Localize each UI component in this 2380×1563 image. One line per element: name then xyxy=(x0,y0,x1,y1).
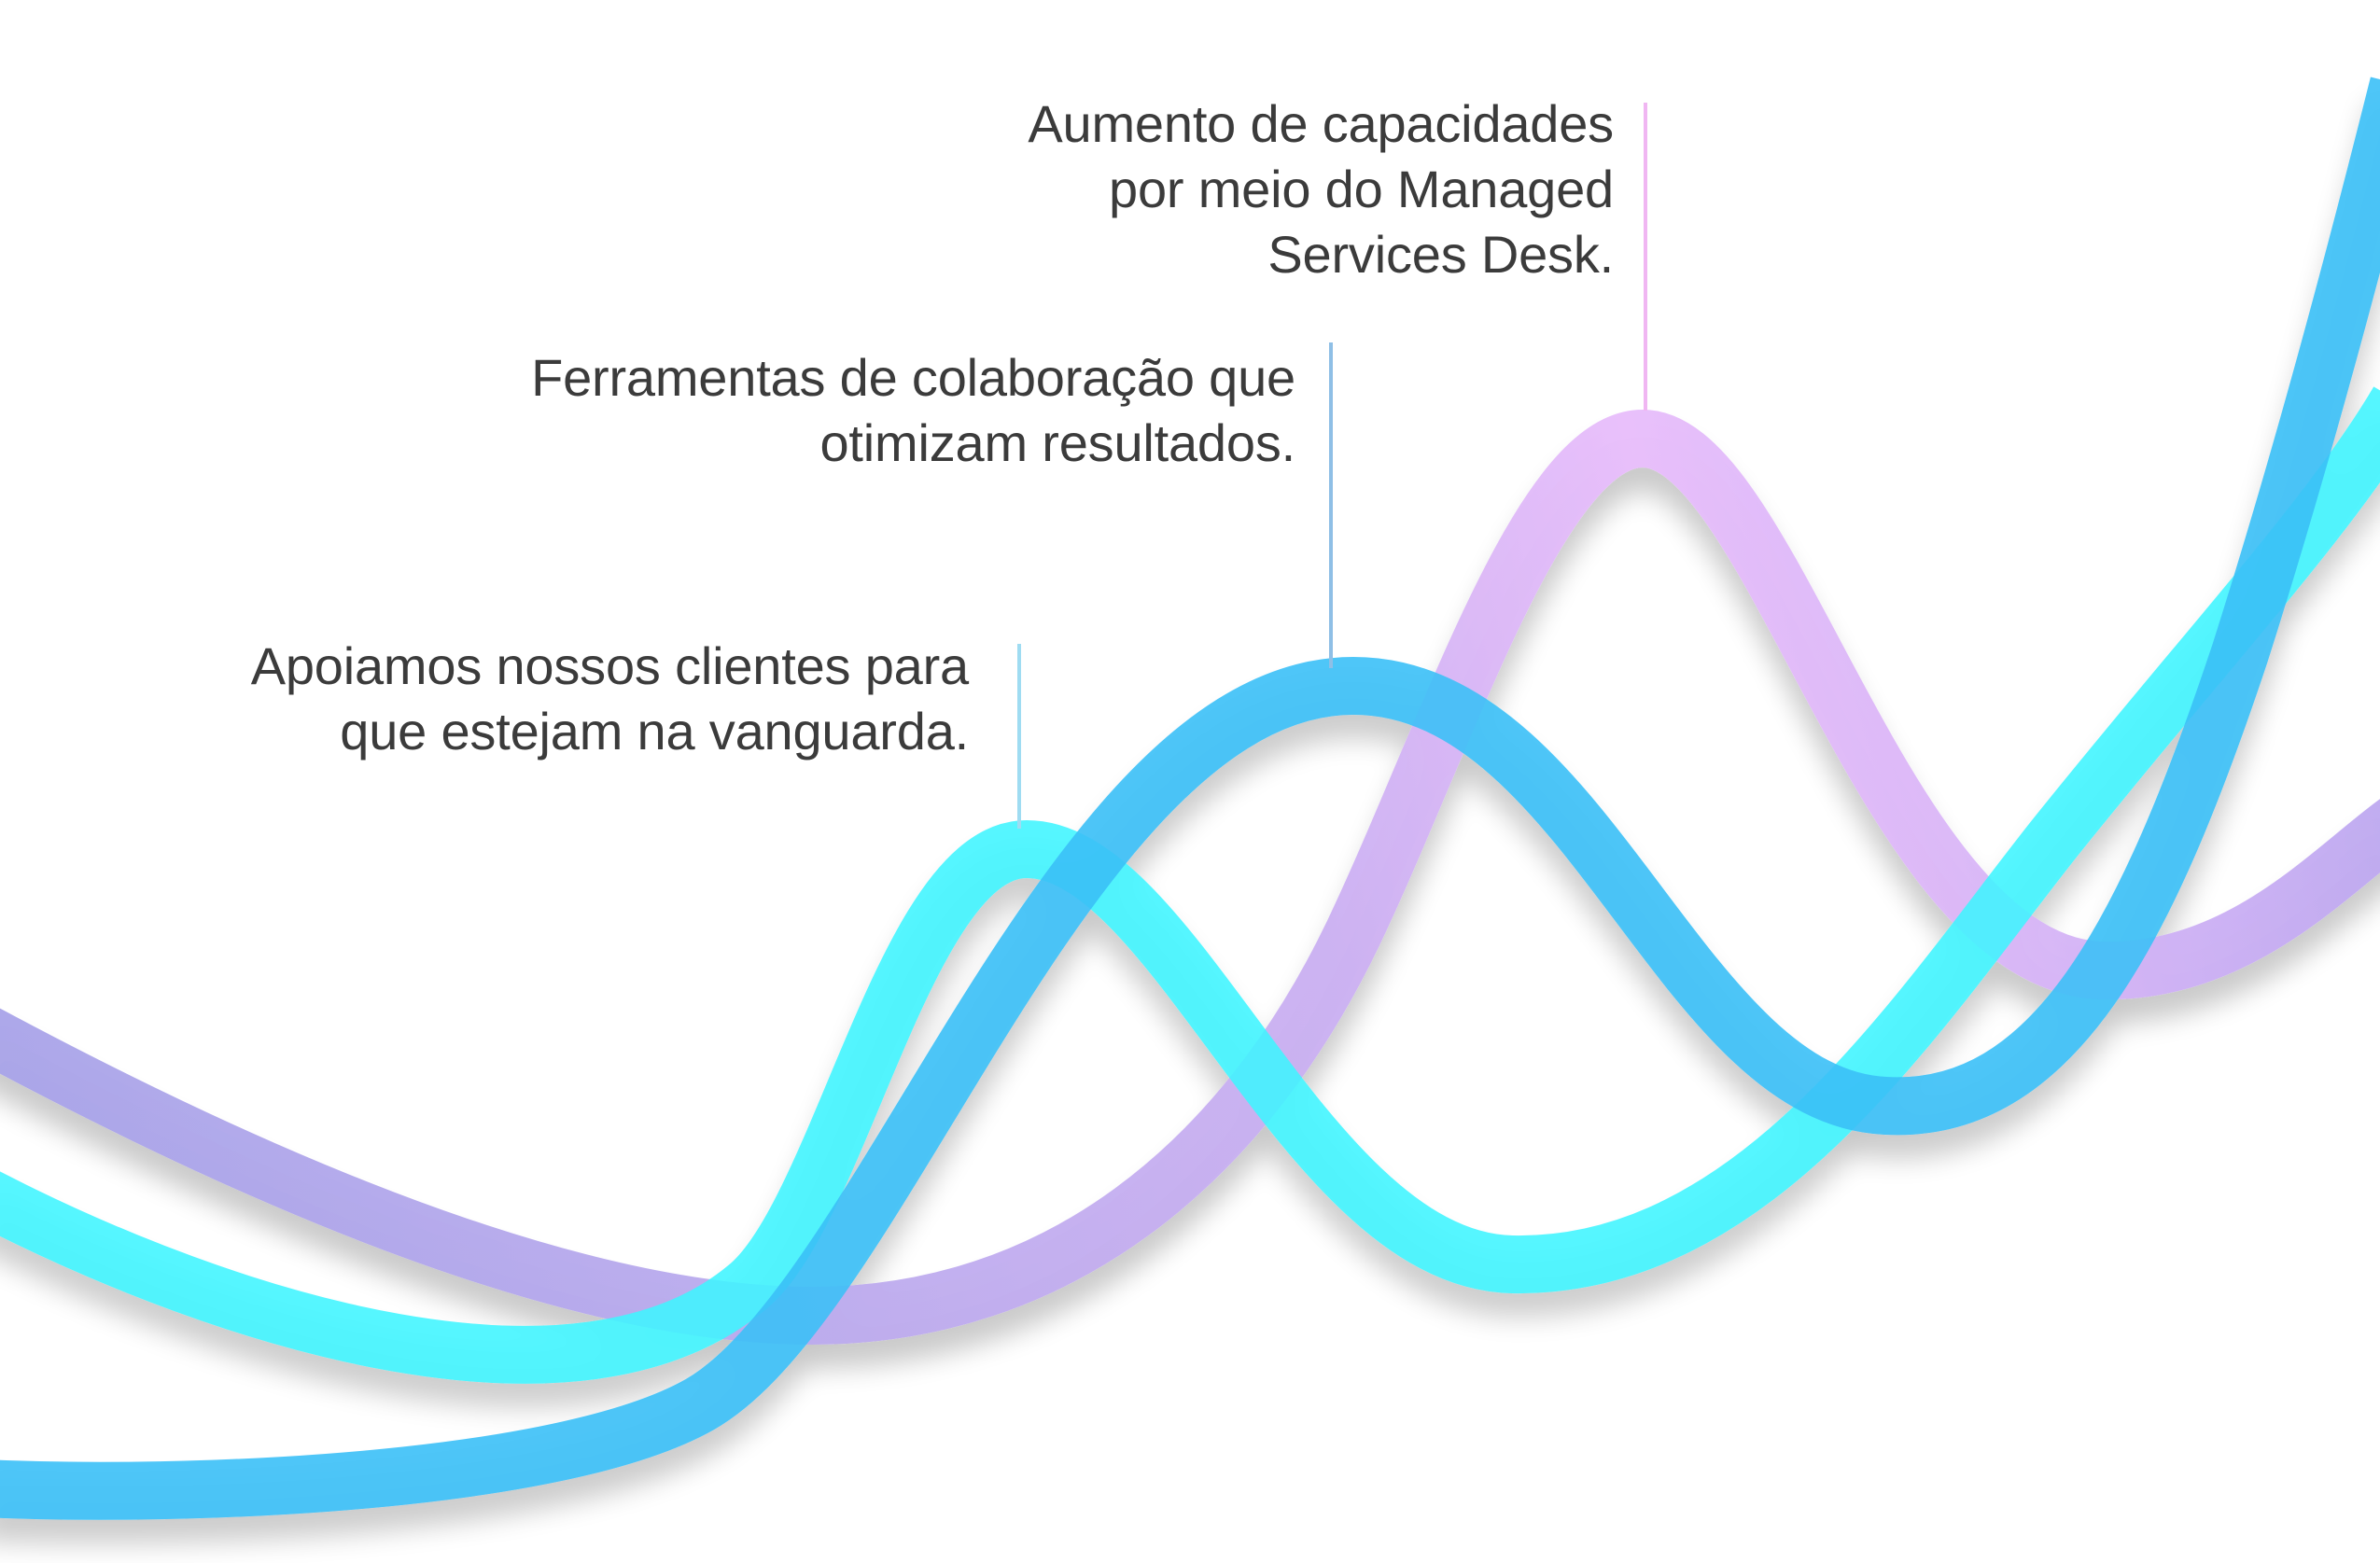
callout-line: que estejam na vanguarda. xyxy=(340,702,969,761)
callout-vanguard: Apoiamos nossos clientes para que esteja… xyxy=(251,634,969,764)
callout-managed-services: Aumento de capacidades por meio do Manag… xyxy=(1028,91,1614,287)
callout-line: Ferramentas de colaboração que xyxy=(531,348,1295,407)
callout-line: por meio do Managed xyxy=(1109,160,1614,218)
callout-line: Apoiamos nossos clientes para xyxy=(250,636,969,695)
callout-collaboration-tools: Ferramentas de colaboração que otimizam … xyxy=(531,345,1295,476)
cyan-ribbon xyxy=(0,386,2380,1384)
blue-ribbon xyxy=(0,77,2380,1520)
callout-line: Aumento de capacidades xyxy=(1028,94,1614,153)
callout-line: otimizam resultados. xyxy=(819,413,1295,472)
callout-line: Services Desk. xyxy=(1267,225,1614,284)
